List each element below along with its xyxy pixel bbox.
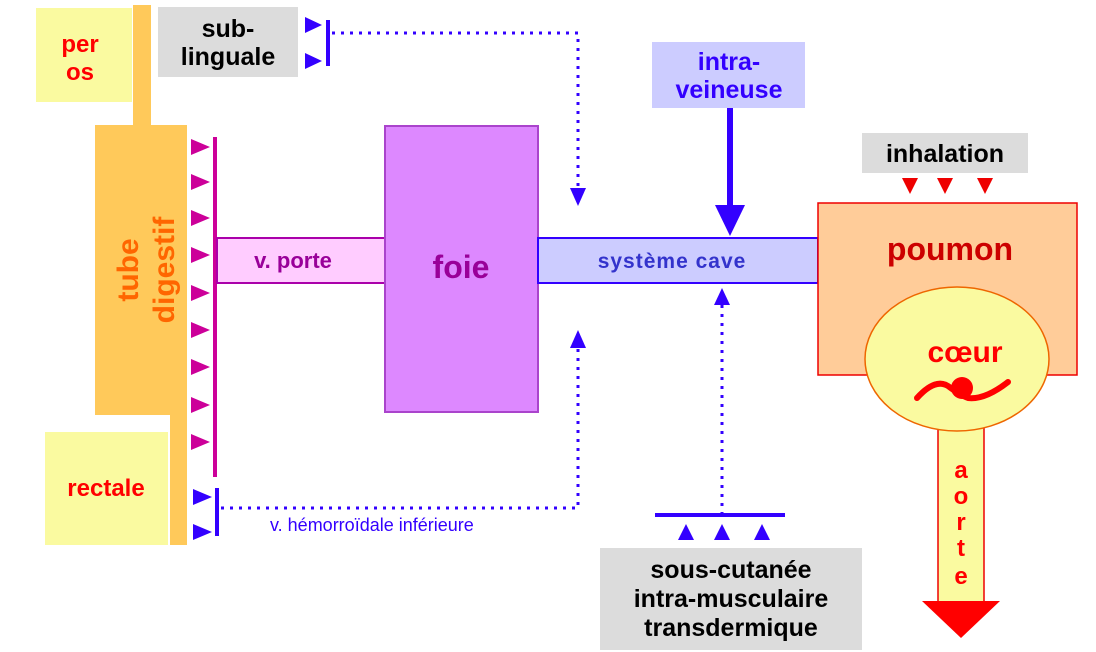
- v-hemorroidale-label: v. hémorroïdale inférieure: [270, 515, 474, 535]
- aorte-letter: e: [954, 563, 967, 590]
- parenteral-connector: [655, 288, 785, 540]
- hemorroidale-connector: v. hémorroïdale inférieure: [193, 330, 586, 540]
- transdermique-label: transdermique: [644, 614, 818, 642]
- foie: foie: [384, 125, 539, 413]
- coeur-label: cœur: [928, 336, 1003, 369]
- sub-linguale-connector: [305, 17, 586, 206]
- aorte-letter: r: [956, 509, 965, 536]
- foie-label: foie: [433, 249, 490, 285]
- intra-veineuse-box: intra- veineuse: [652, 42, 805, 236]
- sous-cutanee-label: sous-cutanée: [650, 556, 811, 584]
- sous-cutanee-box: sous-cutanée intra-musculaire transdermi…: [600, 548, 862, 650]
- systeme-cave-label: système cave: [598, 250, 747, 273]
- aorte-letter: a: [954, 457, 968, 484]
- inhalation-label: inhalation: [886, 140, 1004, 168]
- v-porte: v. porte: [216, 237, 386, 284]
- intra-veineuse-label: intra-: [698, 48, 761, 76]
- sub-linguale-box: sub- linguale: [158, 7, 298, 77]
- rectale-label: rectale: [67, 475, 144, 502]
- inhalation-box: inhalation: [862, 133, 1028, 194]
- systeme-cave: système cave: [537, 237, 819, 284]
- tube-digestif: tube digestif: [95, 5, 187, 545]
- sub-linguale-label: linguale: [181, 43, 276, 71]
- per-os-label: per: [61, 31, 98, 58]
- intra-veineuse-label: veineuse: [675, 76, 782, 104]
- coeur: cœur: [864, 286, 1050, 432]
- per-os-label: os: [66, 59, 94, 86]
- per-os-box: per os: [36, 8, 132, 102]
- sub-linguale-label: sub-: [202, 15, 255, 43]
- aorte-letter: o: [954, 483, 969, 510]
- poumon-label: poumon: [887, 231, 1013, 267]
- heart-symbol-icon: [914, 377, 1011, 402]
- tube-label: tube: [112, 238, 145, 301]
- intra-musculaire-label: intra-musculaire: [634, 585, 829, 613]
- v-porte-label: v. porte: [254, 248, 332, 273]
- aorte-letter: t: [957, 535, 965, 562]
- digestif-label: digestif: [148, 216, 181, 324]
- rectale-box: rectale: [45, 432, 168, 545]
- aorte: a o r t e: [922, 424, 1000, 638]
- absorption-arrows: [191, 137, 217, 477]
